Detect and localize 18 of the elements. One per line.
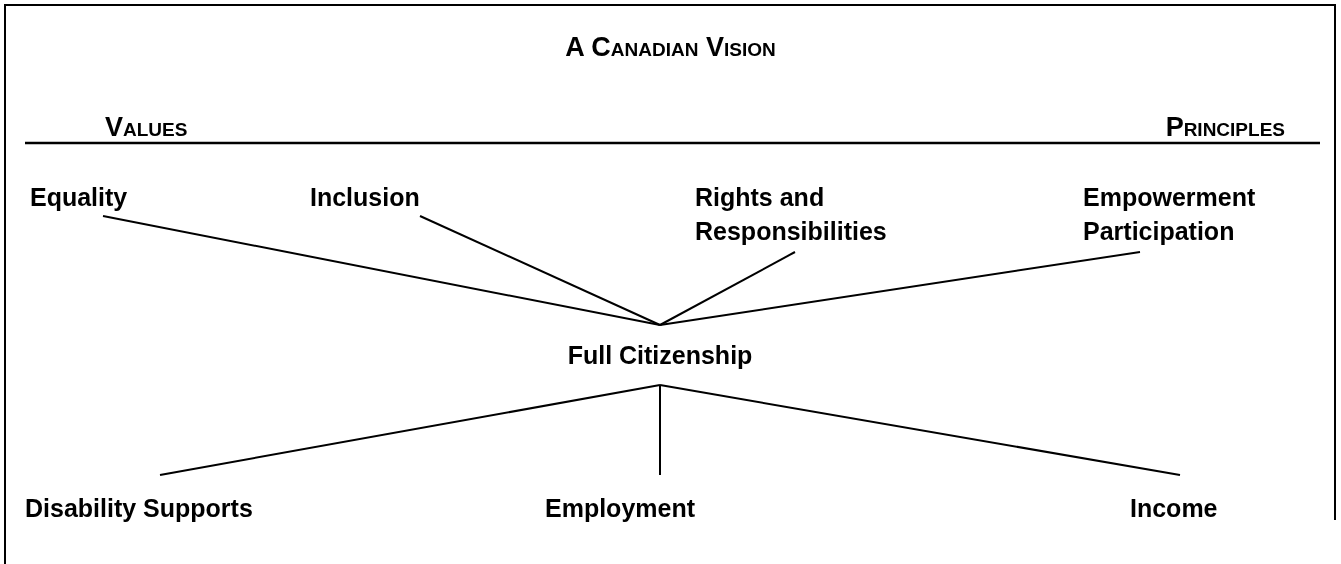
title: A Canadian Vision <box>564 32 777 63</box>
connector-line <box>659 251 1141 326</box>
node-label: Rights and Responsibilities <box>695 182 888 247</box>
connector-line <box>659 384 1181 476</box>
node-label: Empowerment Participation <box>1083 182 1257 247</box>
node-label: Disability Supports <box>25 493 253 524</box>
node-label: Employment <box>545 493 696 524</box>
node-label: Income <box>1130 493 1218 524</box>
column-heading: Principles <box>1165 112 1285 143</box>
node-label: Inclusion <box>310 182 420 213</box>
connector-line <box>159 384 661 476</box>
connector-line <box>102 215 661 326</box>
connector-line <box>659 384 661 476</box>
connector-line <box>419 215 661 326</box>
column-heading: Values <box>105 112 188 143</box>
node-label: Full Citizenship <box>567 340 753 371</box>
node-label: Equality <box>30 182 128 213</box>
connector-line <box>659 251 796 326</box>
